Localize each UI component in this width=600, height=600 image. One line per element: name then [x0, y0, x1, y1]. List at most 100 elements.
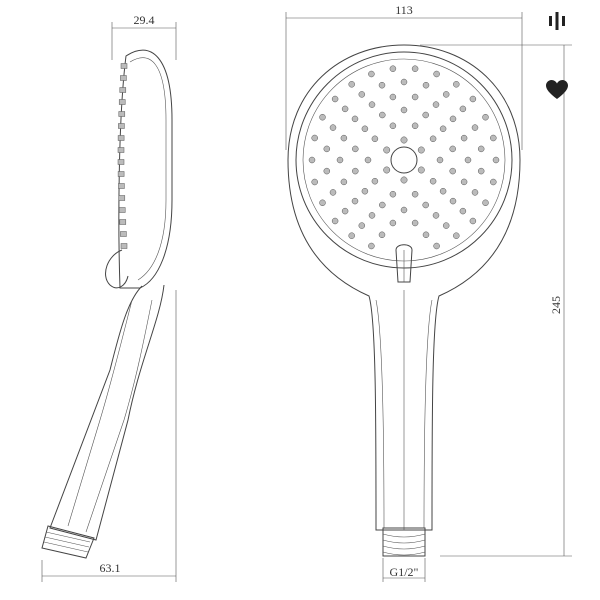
nozzle-dot — [482, 113, 489, 121]
nozzle-dot — [368, 70, 375, 78]
side-nozzle — [118, 123, 125, 129]
nozzle-dot — [341, 105, 349, 113]
nozzle-dot — [469, 95, 477, 103]
side-nozzle — [117, 159, 125, 165]
nozzle-dot — [469, 217, 477, 225]
nozzle-dot — [439, 187, 447, 195]
heart-icon[interactable] — [544, 77, 570, 103]
nozzle-dot — [348, 232, 355, 239]
side-nozzle — [118, 183, 125, 189]
nozzle-dot — [383, 146, 391, 154]
nozzle-dot — [329, 189, 337, 196]
nozzle-dot — [422, 231, 430, 239]
side-nozzle — [117, 135, 125, 141]
nozzle-dot — [368, 212, 376, 219]
nozzle-dot — [329, 124, 337, 131]
nozzle-dot — [379, 111, 386, 119]
nozzle-dot — [411, 190, 419, 198]
front-view: 113 G1/2" 245 — [285, 3, 572, 582]
nozzle-dot — [477, 145, 485, 153]
nozzle-dot — [358, 222, 366, 229]
nozzle-dot — [471, 189, 479, 196]
nozzle-dot — [453, 232, 460, 239]
nozzle-dot — [411, 93, 419, 101]
nozzle-dot — [319, 199, 326, 207]
nozzle-dot — [348, 81, 355, 88]
nozzle-dot — [442, 222, 450, 229]
mode-lever — [395, 244, 413, 283]
nozzle-dot — [449, 167, 456, 175]
nozzle-dot — [471, 124, 479, 131]
nozzle-dot — [368, 101, 376, 108]
side-nozzle-column — [117, 63, 128, 249]
nozzle-dot — [389, 93, 397, 101]
nozzle-dot — [411, 219, 419, 227]
nozzle-dot — [411, 65, 419, 72]
nozzle-dot — [400, 78, 408, 86]
nozzle-dot — [311, 134, 318, 142]
spray-modes-icon[interactable] — [544, 8, 570, 34]
side-thread — [41, 525, 95, 559]
nozzle-dot — [436, 156, 444, 164]
nozzle-dot — [429, 135, 437, 143]
nozzle-dot — [311, 178, 318, 186]
nozzle-dot — [368, 242, 375, 250]
nozzle-dot — [439, 125, 447, 133]
side-nozzle — [119, 219, 127, 225]
nozzle-dot — [383, 166, 391, 174]
nozzle-dot — [417, 166, 425, 174]
nozzle-dot — [352, 167, 359, 175]
nozzle-dot — [459, 207, 467, 215]
nozzle-dot — [389, 122, 397, 130]
nozzle-dot — [460, 134, 468, 142]
nozzle-dot — [389, 65, 397, 72]
nozzle-dot — [449, 197, 457, 205]
nozzle-dot — [490, 178, 497, 186]
nozzle-dot — [429, 177, 437, 185]
nozzle-dot — [361, 125, 369, 133]
nozzle-dot — [422, 81, 430, 89]
nozzle-dot — [432, 212, 440, 219]
side-view: 29.4 63.1 — [41, 13, 177, 582]
nozzle-dot — [477, 167, 485, 175]
side-nozzle — [120, 75, 127, 81]
nozzle-dot — [352, 145, 359, 153]
side-nozzle — [117, 147, 125, 153]
front-nozzle-pattern — [308, 65, 500, 250]
side-nozzle — [119, 87, 127, 93]
nozzle-dot — [459, 105, 467, 113]
nozzle-dot — [460, 178, 468, 186]
dim-total-length: 245 — [549, 296, 563, 314]
dim-side-length: 63.1 — [100, 561, 121, 575]
nozzle-dot — [340, 178, 348, 186]
dim-side-thickness: 29.4 — [134, 13, 155, 27]
nozzle-dot — [449, 115, 457, 123]
nozzle-dot — [371, 135, 379, 143]
nozzle-dot — [351, 115, 359, 123]
nozzle-dot — [400, 206, 408, 214]
center-hub — [390, 146, 418, 174]
front-thread — [382, 527, 426, 557]
nozzle-dot — [341, 207, 349, 215]
nozzle-dot — [389, 190, 397, 198]
nozzle-dot — [378, 81, 386, 89]
spray-modes-glyph — [549, 12, 565, 30]
nozzle-dot — [417, 146, 425, 154]
nozzle-dot — [411, 122, 419, 130]
dim-thread: G1/2" — [390, 565, 419, 579]
nozzle-dot — [492, 156, 500, 164]
nozzle-dot — [464, 156, 472, 164]
nozzle-dot — [442, 91, 450, 98]
side-nozzle — [117, 171, 125, 177]
nozzle-dot — [400, 136, 408, 144]
nozzle-dot — [379, 201, 386, 209]
nozzle-dot — [319, 113, 326, 121]
dim-face-width: 113 — [395, 3, 413, 17]
nozzle-dot — [482, 199, 489, 207]
nozzle-dot — [422, 111, 429, 119]
nozzle-dot — [331, 95, 339, 103]
nozzle-dot — [432, 101, 440, 108]
nozzle-dot — [323, 145, 331, 153]
nozzle-dot — [433, 70, 440, 78]
nozzle-dot — [378, 231, 386, 239]
